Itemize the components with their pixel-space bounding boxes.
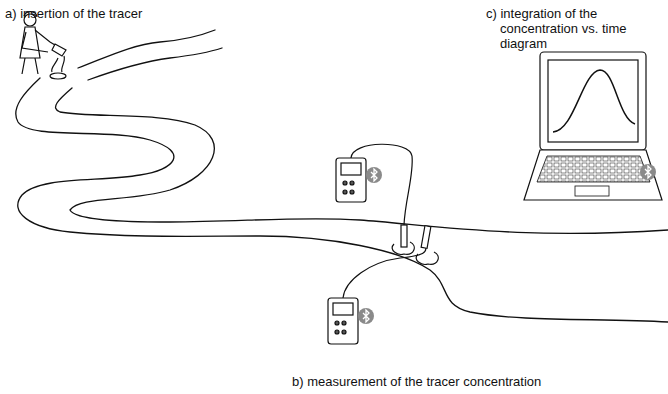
laptop-lid: [540, 52, 646, 150]
probe-ripple: [392, 242, 414, 254]
meter-display: [333, 303, 353, 315]
meter-button: [335, 321, 339, 325]
tracer-stream: [52, 56, 65, 72]
laptop-screen: [548, 60, 638, 142]
meter-button: [343, 190, 347, 194]
person: [20, 12, 66, 79]
bluetooth-icon: [358, 308, 374, 324]
meter-2: [328, 226, 438, 344]
meter-button: [350, 190, 354, 194]
probe: [401, 225, 407, 247]
meter-button: [350, 181, 354, 185]
meter-button: [342, 330, 346, 334]
laptop-touchpad: [575, 186, 609, 196]
probe: [421, 226, 431, 249]
meter-button: [342, 321, 346, 325]
probe-cable: [351, 144, 412, 225]
bluetooth-icon: [366, 167, 382, 183]
laptop-base: [524, 150, 662, 200]
meter-button: [343, 181, 347, 185]
person-arm: [22, 32, 48, 52]
meter-case: [328, 298, 358, 344]
probe-ripple: [416, 252, 438, 264]
probe-cable: [343, 248, 426, 298]
river-bank: [88, 48, 222, 80]
bluetooth-icon: [640, 164, 656, 180]
river: [16, 30, 668, 322]
meter-case: [336, 158, 366, 202]
meter-1: [336, 144, 414, 254]
tracer-splash: [50, 73, 66, 79]
caption-label: b) measurement of the tracer concentrati…: [292, 374, 652, 389]
laptop: [524, 52, 662, 200]
concentration-curve: [553, 70, 635, 132]
tracer-bottle: [52, 44, 66, 56]
caption-label: c) integration of the concentration vs. …: [486, 6, 664, 51]
meter-display: [341, 163, 361, 175]
laptop-keyboard: [537, 156, 650, 182]
meter-button: [335, 330, 339, 334]
caption-label: a) insertion of the tracer: [5, 6, 245, 21]
person-legs: [22, 58, 38, 74]
